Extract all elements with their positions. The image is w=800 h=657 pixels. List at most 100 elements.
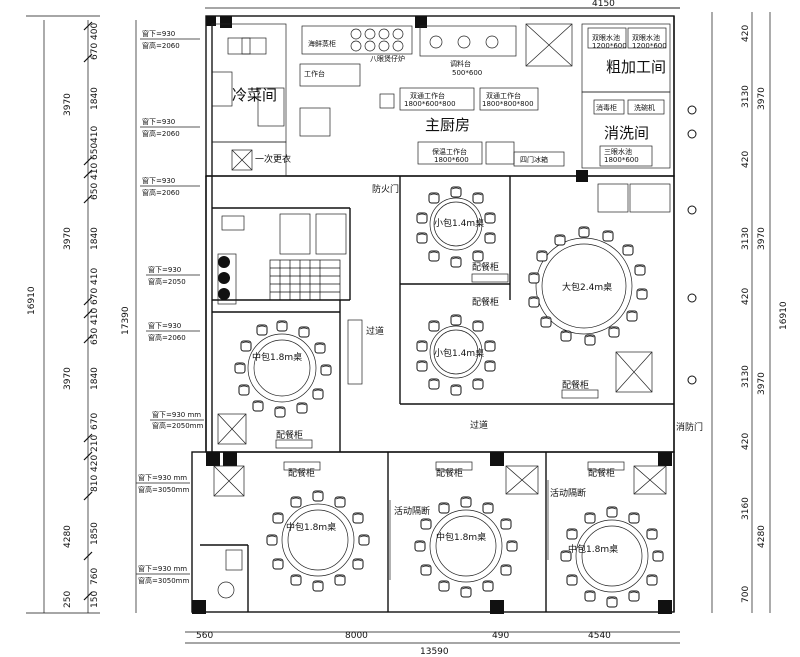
left-ticks [83,21,93,601]
dim-left-15: 1840 [90,367,100,390]
dim-bottom-0: 560 [196,631,213,641]
cabinet-4: 配餐柜 [276,429,303,441]
dim-left-7: 650 [90,183,100,200]
equip-double-sink-1: 双眼水池 [592,33,620,42]
column [192,600,206,614]
svg-text:窗下=930: 窗下=930 [142,117,175,126]
dim-left-21: 1850 [90,522,100,545]
table-small-1: 小包1.4m桌 [416,186,496,268]
dim-bottom-3: 4540 [588,631,611,641]
dim-left-24: 250 [63,591,73,608]
room-rough-process: 粗加工间 [606,58,666,76]
middle-zone: 防火门 过道 过道 消防门 小包1.4m桌 配餐柜 配餐柜 小包1.4m桌 [212,176,703,452]
dim-right-1: 3130 [741,85,751,108]
dim-right-11: 700 [741,586,751,603]
dim-left-18: 420 [90,455,100,472]
bottom-dimension-lines [185,631,680,644]
equip-eight-burner: 八眼煲仔炉 [370,54,405,63]
dim-left-19: 810 [90,475,100,492]
equip-seasoning-size: 500*600 [452,69,482,77]
svg-text:窗高=2060: 窗高=2060 [148,333,186,342]
dim-left-23: 150 [90,591,100,608]
dim-left-9: 1840 [90,227,100,250]
dim-top: 4150 [592,0,615,9]
window-note-2: 窗下=930 窗高=2060 [140,117,200,138]
svg-text:窗下=930 mm: 窗下=930 mm [138,473,187,482]
equip-disinfect: 消毒柜 [596,103,617,112]
dim-left-12: 650 [90,328,100,345]
table-small-2: 小包1.4m桌 [416,314,496,396]
svg-text:窗高=2050: 窗高=2050 [148,277,186,286]
window-notes: 窗下=930 窗高=2060 窗下=930 窗高=2060 窗下=930 窗高=… [136,29,204,585]
dim-left-2: 3970 [63,93,73,116]
svg-text:窗高=3050mm: 窗高=3050mm [138,576,189,585]
outer-walls [191,15,675,613]
dim-right-7: 3130 [741,365,751,388]
svg-text:小包1.4m桌: 小包1.4m桌 [434,217,484,229]
dim-left-4: 410 [90,126,100,143]
equip-double-bench-1-size: 1800*600*800 [404,100,456,108]
window-note-5: 窗下=930 窗高=2060 [146,321,200,342]
window-note-4: 窗下=930 窗高=2050 [146,265,200,286]
svg-text:窗下=930: 窗下=930 [142,176,175,185]
svg-text:窗下=930: 窗下=930 [148,321,181,330]
window-note-6: 窗下=930 mm 窗高=2050mm [150,410,204,430]
room-cold-dish: 冷菜间 [232,86,277,104]
window-note-7: 窗下=930 mm 窗高=3050mm [136,473,190,494]
dim-left-1: 400 [90,23,100,40]
column [490,600,504,614]
svg-text:窗高=2060: 窗高=2060 [142,129,180,138]
cabinet-5: 配餐柜 [288,467,315,479]
dim-right-10: 4280 [757,525,767,548]
svg-text:窗高=2060: 窗高=2060 [142,41,180,50]
stairs [269,259,341,301]
dim-right-5: 420 [741,288,751,305]
svg-text:窗下=930 mm: 窗下=930 mm [138,564,187,573]
table-mid-b2: 中包1.8m桌 [414,496,518,598]
right-dimension-texts: 420 3130 420 3970 3130 420 3970 3130 420… [741,25,789,603]
svg-text:活动隔断: 活动隔断 [550,487,586,499]
svg-text:小包1.4m桌: 小包1.4m桌 [434,347,484,359]
column [220,16,232,28]
dim-left-0: 670 [90,43,100,60]
dim-left-10: 410 [90,268,100,285]
dim-right-2: 420 [741,151,751,168]
cabinet-3: 配餐柜 [562,379,589,391]
svg-text:窗下=930: 窗下=930 [148,265,181,274]
dim-right-3970b: 3970 [757,372,767,395]
svg-text:中包1.8m桌: 中包1.8m桌 [286,521,336,533]
equip-seafood-steamer: 海鲜蒸柜 [308,39,336,48]
column [206,16,216,26]
equip-double-bench-1: 双通工作台 [410,91,445,100]
equip-workbench: 工作台 [304,69,325,78]
column [206,452,220,466]
partition-2: 活动隔断 [547,480,586,560]
stove-burners [350,28,404,52]
partition-1: 活动隔断 [389,500,430,580]
equip-double-bench-2: 双通工作台 [486,91,521,100]
column [223,452,237,466]
left-dimension-lines [26,15,137,614]
dim-bottom-total: 13590 [420,647,449,657]
window-note-1: 窗下=930 窗高=2060 [140,29,200,50]
column [658,600,672,614]
table-large: 大包2.4m桌 [528,226,648,346]
equip-warm-bench-size: 1800*600 [434,156,469,164]
svg-text:中包1.8m桌: 中包1.8m桌 [568,543,618,555]
room-fire-door-2: 消防门 [676,421,703,433]
dim-left-13: 410 [90,308,100,325]
equip-triple-sink: 三眼水池 [604,147,632,156]
cabinet-6: 配餐柜 [436,467,463,479]
cabinet-2: 配餐柜 [472,296,499,308]
person-icons [687,105,697,385]
svg-text:窗高=2050mm: 窗高=2050mm [152,421,203,430]
dim-left-16: 670 [90,413,100,430]
room-fire-door: 防火门 [372,183,399,195]
dim-bottom-2: 490 [492,631,509,641]
dim-left-20: 4280 [63,525,73,548]
svg-text:窗高=3050mm: 窗高=3050mm [138,485,189,494]
svg-text:中包1.8m桌: 中包1.8m桌 [436,531,486,543]
cabinet-7: 配餐柜 [588,467,615,479]
dim-left-17: 210 [90,435,100,452]
